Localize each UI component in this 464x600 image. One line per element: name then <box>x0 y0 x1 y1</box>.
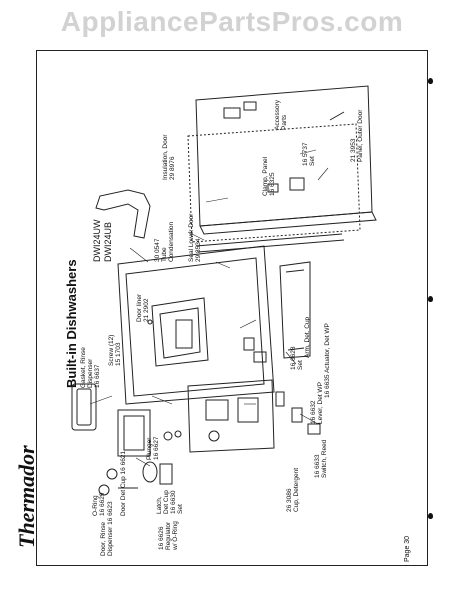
watermark: AppliancePartsPros.com <box>60 6 404 37</box>
rinse-dispenser-gasket <box>71 383 97 431</box>
door-insulation <box>187 123 361 243</box>
part-label-screw: Screw (12)15 1703 <box>108 334 122 366</box>
detergent-cup-arm <box>279 261 311 359</box>
condensation-tube <box>95 189 151 239</box>
part-label-arm-det-cup: Arm, Det. Cup <box>304 316 311 358</box>
binding-hole-top <box>428 78 433 84</box>
outer-door-panel <box>195 85 377 235</box>
page-frame <box>36 50 428 566</box>
binding-hole-bottom <box>428 513 433 519</box>
lower-door-seal <box>195 233 345 253</box>
leader-lines <box>89 149 329 467</box>
door-liner <box>117 245 275 405</box>
door-detergent-cup <box>117 409 151 457</box>
detergent-cup-assembly <box>187 379 275 453</box>
part-label-door-det-cup: Door Det Cup 16 6621 <box>120 450 127 516</box>
small-parts <box>98 319 321 496</box>
binding-hole-middle <box>428 296 433 302</box>
part-label-actuator: 16 6635 Actuator, Det WP <box>324 323 331 398</box>
